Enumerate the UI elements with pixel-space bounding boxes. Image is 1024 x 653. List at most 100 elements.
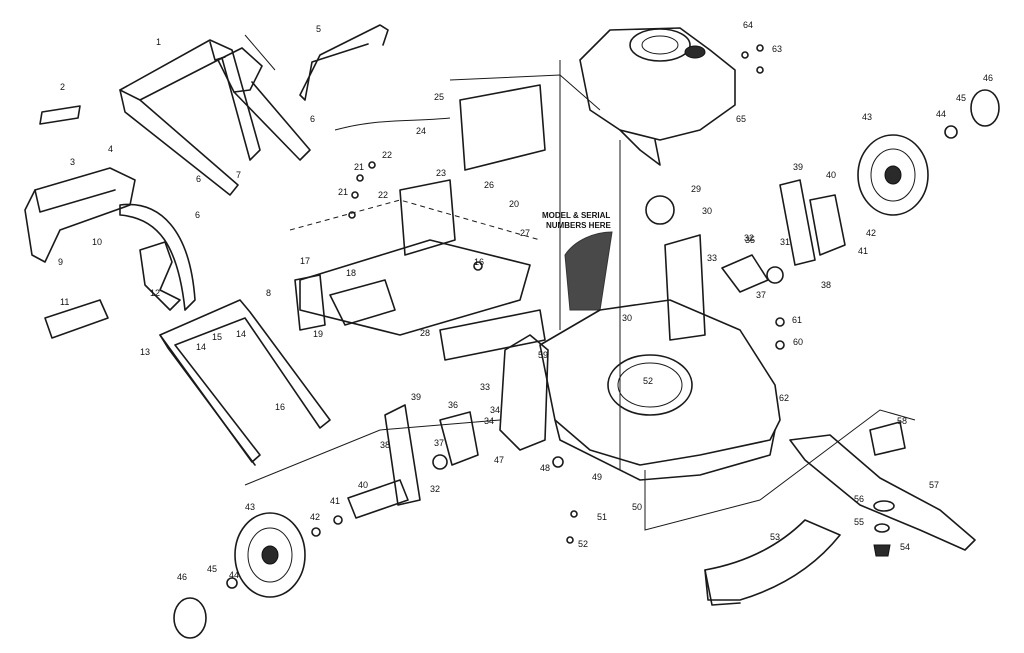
callout-52: 52 [578,539,588,549]
baffle-assembly [289,199,541,336]
callout-62: 62 [779,393,789,403]
callout-40: 40 [826,170,836,180]
callout-65: 65 [736,114,746,124]
callout-4: 4 [108,144,113,154]
callout-21: 21 [354,162,364,172]
callout-42: 42 [310,512,320,522]
callout-1: 1 [156,37,161,47]
serial-note-line2: NUMBERS HERE [546,221,612,230]
callout-37: 37 [434,438,444,448]
callout-15: 15 [212,332,222,342]
callout-44: 44 [936,109,946,119]
callout-59: 59 [538,350,548,360]
grass-catcher-frame [119,203,196,311]
callout-27: 27 [520,228,530,238]
bracket-31 [664,234,706,341]
callout-8: 8 [266,288,271,298]
callout-17: 17 [300,256,310,266]
callout-43: 43 [862,112,872,122]
callout-34: 34 [484,416,494,426]
callout-46: 46 [983,73,993,83]
callout-55: 55 [854,517,864,527]
callout-20: 20 [509,199,519,209]
callout-53: 53 [770,532,780,542]
callout-6: 6 [195,210,200,220]
assembly-guide-lines [244,34,916,531]
callout-44: 44 [229,570,239,580]
bracket-17 [294,274,326,331]
callout-6: 6 [196,174,201,184]
bracket-12 [139,241,181,311]
callout-37: 37 [756,290,766,300]
callout-33: 33 [707,253,717,263]
handle-cover-4 [24,167,136,263]
callout-60: 60 [793,337,803,347]
callout-16: 16 [474,257,484,267]
callout-42: 42 [866,228,876,238]
callout-22: 22 [378,190,388,200]
lower-handle-13 [159,299,331,466]
hardware-bolts [226,44,958,589]
callout-30: 30 [702,206,712,216]
callout-47: 47 [494,455,504,465]
skirt-53 [704,519,841,606]
callout-5: 5 [316,24,321,34]
callout-31: 31 [780,237,790,247]
callout-38: 38 [821,280,831,290]
callout-12: 12 [150,288,160,298]
callout-14: 14 [236,329,246,339]
callout-43: 43 [245,502,255,512]
handle-grip-bracket [217,47,311,161]
callout-52: 52 [643,376,653,386]
blade-bolt-stack [873,500,895,557]
mower-deck-62 [539,299,781,481]
hubcap-46-left [173,597,207,639]
callout-58: 58 [897,416,907,426]
callout-11: 11 [60,297,69,307]
wheel-43-left [234,512,306,598]
blade-adapter-58 [869,421,906,456]
callout-61: 61 [792,315,802,325]
handle-panel-2 [39,105,81,125]
throttle-plate-25 [459,84,546,171]
callout-41: 41 [330,496,340,506]
callout-32: 32 [430,484,440,494]
callout-39: 39 [793,162,803,172]
callout-3: 3 [70,157,75,167]
callout-57: 57 [929,480,939,490]
callout-23: 23 [436,168,446,178]
callout-24: 24 [416,126,426,136]
callout-7: 7 [236,170,241,180]
axle-40-left [347,479,409,519]
callout-33: 33 [480,382,490,392]
rear-door-28 [439,309,546,361]
catcher-bag-plate-11 [44,299,109,339]
serial-note-line1: MODEL & SERIAL [542,211,610,220]
axle-bracket-38-right [779,179,846,266]
callout-64: 64 [743,20,753,30]
callout-29: 29 [691,184,701,194]
serial-number-shield [564,231,613,311]
callout-45: 45 [207,564,217,574]
callout-35: 35 [745,235,755,245]
callout-54: 54 [900,542,910,552]
control-cable [299,24,389,101]
callout-30: 30 [622,313,632,323]
wheel-43-right [857,134,929,216]
callout-22: 22 [382,150,392,160]
callout-38: 38 [380,440,390,450]
height-adjuster-36-left [432,411,479,470]
callout-18: 18 [346,268,356,278]
blade-57 [789,434,976,551]
callout-56: 56 [854,494,864,504]
engine-65 [579,27,736,166]
callout-34: 34 [490,405,500,415]
height-adjuster-35-right [721,254,784,293]
bracket-18 [329,279,396,326]
callout-2: 2 [60,82,65,92]
callout-26: 26 [484,180,494,190]
callout-48: 48 [540,463,550,473]
callout-45: 45 [956,93,966,103]
callout-49: 49 [592,472,602,482]
